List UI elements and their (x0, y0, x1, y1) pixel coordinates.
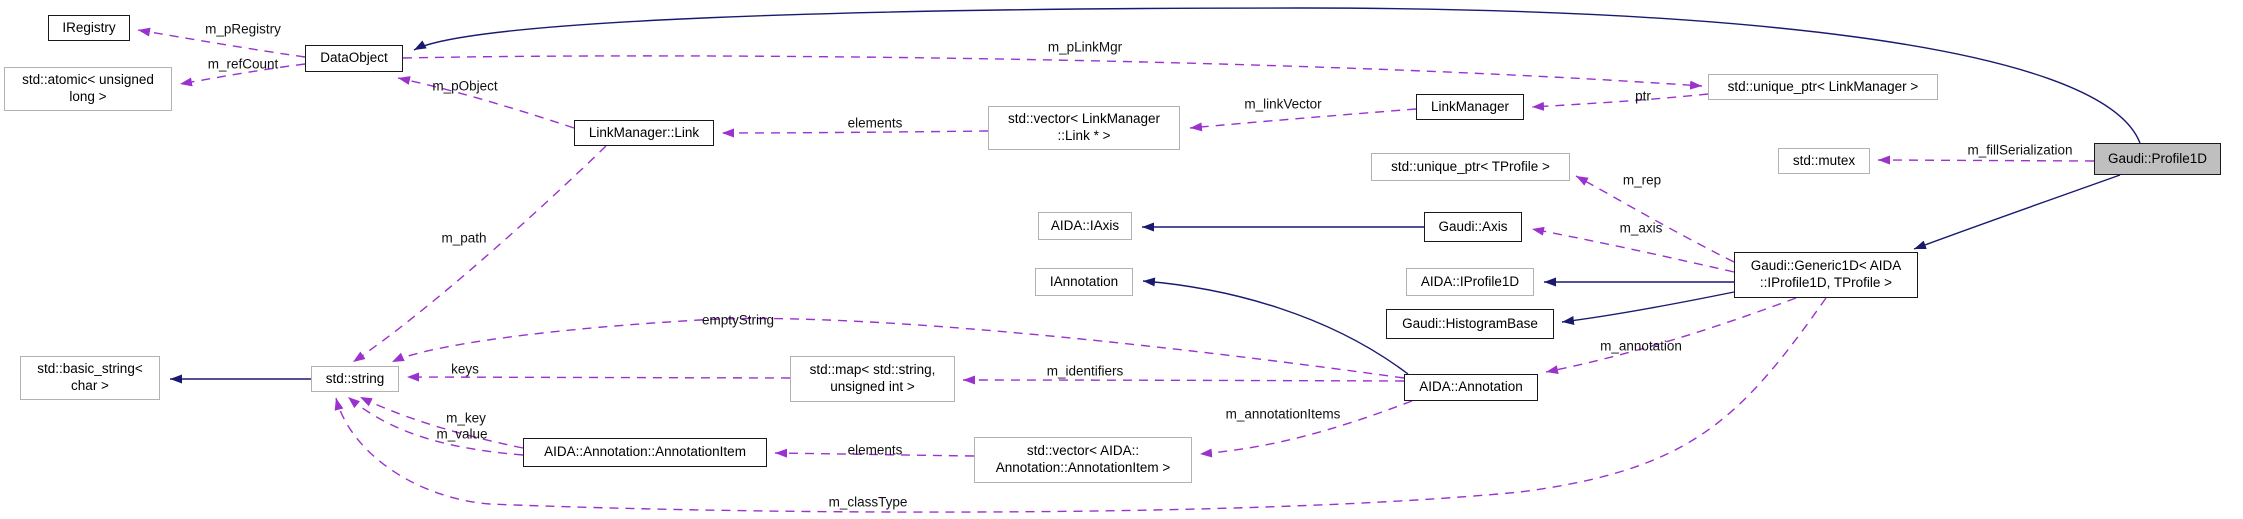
node-vector-linkmanager-link[interactable]: std::vector< LinkManager ::Link * > (988, 106, 1180, 150)
node-std-map[interactable]: std::map< std::string, unsigned int > (790, 356, 955, 402)
edge-m-annotation (1545, 297, 1797, 375)
node-aida-iprofile1d[interactable]: AIDA::IProfile1D (1406, 268, 1534, 296)
edge-label-m-path: m_path (441, 230, 487, 246)
edge-m-classtype (334, 297, 1827, 513)
node-vector-annotation-item[interactable]: std::vector< AIDA:: Annotation::Annotati… (974, 437, 1192, 483)
edge-label-m-fillserialization: m_fillSerialization (1967, 142, 2073, 158)
node-annotation-item[interactable]: AIDA::Annotation::AnnotationItem (523, 438, 767, 467)
edge-m-rep (1575, 175, 1735, 263)
edge-profile1d-generic1d (1913, 174, 2121, 250)
node-iregistry[interactable]: IRegistry (48, 15, 130, 41)
edge-m-fillserialization (1877, 155, 2095, 165)
node-gaudi-axis[interactable]: Gaudi::Axis (1424, 212, 1522, 242)
edge-label-m-pobject: m_pObject (432, 78, 498, 94)
node-linkmanager[interactable]: LinkManager (1416, 94, 1524, 120)
node-gaudi-generic1d[interactable]: Gaudi::Generic1D< AIDA ::IProfile1D, TPr… (1734, 252, 1918, 298)
edge-label-elements-bottom: elements (847, 442, 903, 458)
node-std-string[interactable]: std::string (311, 366, 399, 392)
edge-m-identifiers (962, 375, 1405, 385)
edge-profile1d-dataobject (413, 7, 2141, 144)
edge-m-linkvector (1189, 108, 1417, 132)
edge-elements-bottom (774, 448, 975, 458)
node-unique-ptr-tprofile[interactable]: std::unique_ptr< TProfile > (1371, 153, 1570, 181)
node-gaudi-profile1d: Gaudi::Profile1D (2094, 143, 2221, 175)
edge-label-m-annotation: m_annotation (1600, 338, 1682, 354)
edge-label-m-linkvector: m_linkVector (1244, 96, 1322, 112)
node-std-mutex[interactable]: std::mutex (1778, 148, 1870, 174)
node-std-basic-string[interactable]: std::basic_string< char > (20, 356, 160, 400)
edge-label-m-refcount: m_refCount (207, 56, 279, 72)
edge-label-ptr: ptr (1635, 88, 1651, 104)
edge-label-m-plinkmgr: m_pLinkMgr (1047, 39, 1123, 55)
edge-label-elements-top: elements (847, 115, 903, 131)
edge-label-emptystring: emptyString (701, 312, 775, 328)
edge-m-refcount (179, 63, 306, 87)
edge-m-annotationitems (1199, 400, 1413, 458)
node-gaudi-histogrambase[interactable]: Gaudi::HistogramBase (1386, 309, 1554, 339)
edge-m-plinkmgr (402, 55, 1703, 90)
edge-generic1d-histogrambase (1561, 291, 1735, 325)
edge-label-m-value: m_value (436, 426, 488, 442)
edge-m-pregistry (137, 27, 306, 58)
edge-label-m-key: m_key (446, 410, 486, 426)
node-iannotation[interactable]: IAnnotation (1035, 268, 1133, 296)
edge-label-m-annotationitems: m_annotationItems (1225, 406, 1341, 422)
node-aida-iaxis[interactable]: AIDA::IAxis (1038, 212, 1132, 240)
node-aida-annotation[interactable]: AIDA::Annotation (1404, 374, 1538, 401)
edge-m-key (359, 396, 524, 449)
edge-elements-top (721, 128, 989, 138)
edge-label-m-rep: m_rep (1622, 172, 1662, 188)
edge-label-m-identifiers: m_identifiers (1046, 363, 1124, 379)
edge-label-m-axis: m_axis (1619, 220, 1663, 236)
edge-label-keys: keys (451, 361, 479, 377)
edge-m-axis (1531, 226, 1735, 273)
edge-label-m-classtype: m_classType (828, 494, 908, 510)
edge-annotation-iannotation (1142, 277, 1409, 375)
edge-label-m-pregistry: m_pRegistry (205, 21, 281, 37)
node-dataobject[interactable]: DataObject (305, 45, 403, 72)
edge-emptystring (391, 317, 1405, 379)
edge-m-path (352, 145, 607, 363)
node-std-atomic[interactable]: std::atomic< unsigned long > (4, 67, 172, 111)
node-linkmanager-link[interactable]: LinkManager::Link (574, 120, 714, 146)
edge-ptr (1531, 93, 1709, 111)
node-unique-ptr-linkmanager[interactable]: std::unique_ptr< LinkManager > (1708, 74, 1938, 100)
edge-m-pobject (397, 76, 575, 129)
edge-keys (406, 372, 791, 382)
